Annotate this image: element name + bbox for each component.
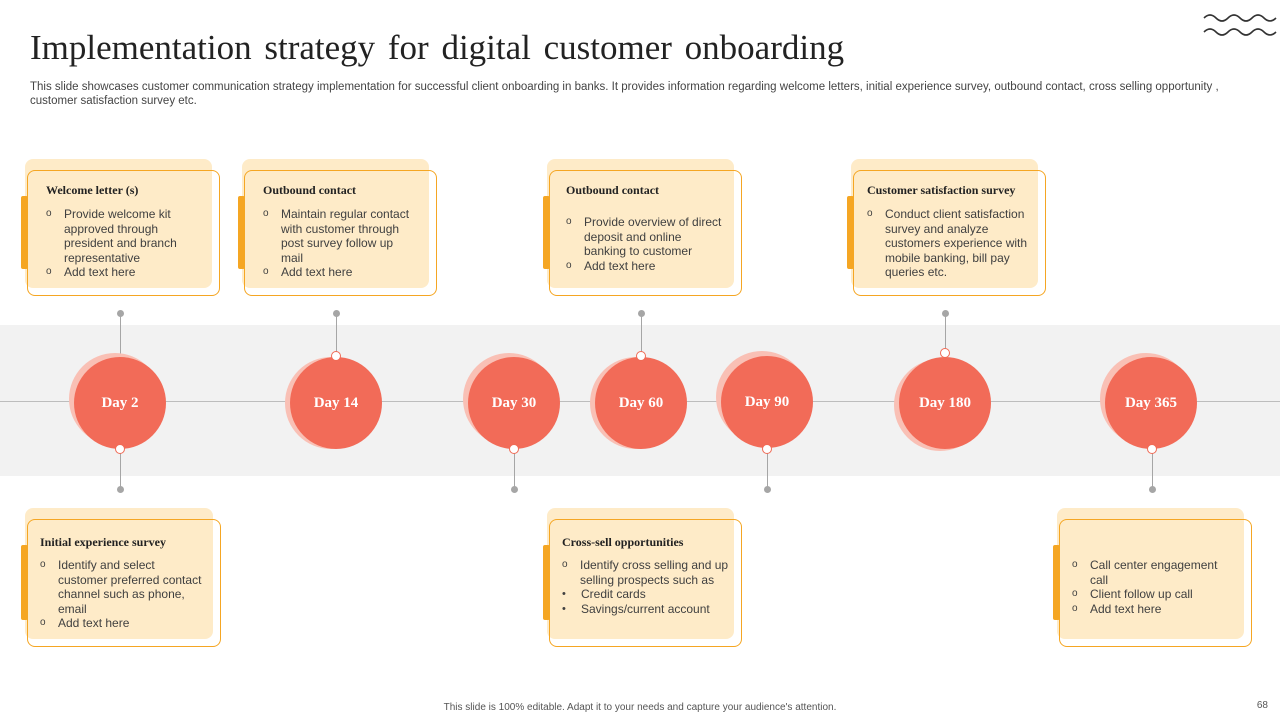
card-customer-satisfaction: Customer satisfaction survey Conduct cli… — [847, 159, 1046, 296]
connector-line — [120, 452, 121, 490]
card-list-item: Add text here — [46, 265, 196, 280]
card-cross-sell-opportunities: Cross-sell opportunities Identify cross … — [543, 508, 742, 647]
card-outbound-contact-1: Outbound contact Maintain regular contac… — [238, 159, 437, 296]
connector-line — [336, 313, 337, 353]
card-list-item: Maintain regular contact with customer t… — [263, 207, 413, 265]
connector-line — [120, 313, 121, 355]
connector-ring — [940, 348, 950, 358]
slide-title: Implementation strategy for digital cust… — [30, 28, 845, 67]
day-circle-180: Day 180 — [899, 357, 991, 449]
card-accent-bar — [847, 196, 854, 269]
card-list-item: Provide overview of direct deposit and o… — [566, 215, 726, 259]
card-title: Outbound contact — [566, 183, 660, 197]
card-list-item: Identify cross selling and up selling pr… — [562, 558, 734, 587]
card-accent-bar — [543, 545, 550, 620]
connector-dot — [942, 310, 949, 317]
day-label: Day 365 — [1124, 394, 1178, 411]
day-label: Day 180 — [918, 394, 972, 411]
card-list: Maintain regular contact with customer t… — [263, 207, 413, 280]
connector-ring — [115, 444, 125, 454]
connector-dot — [1149, 486, 1156, 493]
card-list: Provide welcome kit approved through pre… — [46, 207, 196, 280]
card-initial-experience-survey: Initial experience survey Identify and s… — [21, 508, 221, 647]
card-list-item: Call center engagement call — [1072, 558, 1237, 587]
day-circle-365: Day 365 — [1105, 357, 1197, 449]
card-list: Identify cross selling and up selling pr… — [562, 558, 734, 587]
card-title: Customer satisfaction survey — [867, 183, 1016, 197]
footer-note: This slide is 100% editable. Adapt it to… — [443, 702, 837, 713]
connector-dot — [764, 486, 771, 493]
connector-dot — [117, 486, 124, 493]
connector-line — [514, 452, 515, 490]
card-list: Conduct client satisfaction survey and a… — [867, 207, 1033, 280]
card-accent-bar — [238, 196, 245, 269]
card-title: Outbound contact — [263, 183, 357, 197]
day-label: Day 90 — [744, 393, 790, 410]
card-title: Cross-sell opportunities — [562, 535, 684, 549]
day-label: Day 2 — [101, 394, 139, 411]
day-circle-60: Day 60 — [595, 357, 687, 449]
day-circle-30: Day 30 — [468, 357, 560, 449]
card-list-item: Add text here — [566, 259, 726, 274]
card-list-item: Add text here — [263, 265, 413, 280]
card-accent-bar — [21, 545, 28, 620]
wave-decoration-icon — [1203, 14, 1277, 36]
card-list: Provide overview of direct deposit and o… — [566, 215, 726, 273]
card-sublist-item: Savings/current account — [562, 602, 734, 617]
card-title: Initial experience survey — [40, 535, 166, 549]
day-label: Day 60 — [618, 394, 664, 411]
card-accent-bar — [1053, 545, 1060, 620]
day-label: Day 14 — [313, 394, 359, 411]
card-accent-bar — [21, 196, 28, 269]
connector-line — [641, 313, 642, 353]
day-label: Day 30 — [491, 394, 537, 411]
connector-dot — [117, 310, 124, 317]
slide-subtitle: This slide showcases customer communicat… — [30, 81, 1219, 107]
connector-line — [1152, 452, 1153, 490]
card-sublist: Credit cards Savings/current account — [562, 587, 734, 616]
day-circle-14: Day 14 — [290, 357, 382, 449]
day-circle-2: Day 2 — [74, 357, 166, 449]
card-welcome-letter: Welcome letter (s) Provide welcome kit a… — [21, 159, 220, 296]
connector-ring — [509, 444, 519, 454]
connector-line — [767, 452, 768, 490]
connector-line — [945, 313, 946, 351]
connector-ring — [1147, 444, 1157, 454]
card-list-item: Add text here — [1072, 602, 1237, 617]
card-sublist-item: Credit cards — [562, 587, 734, 602]
connector-dot — [333, 310, 340, 317]
card-list-item: Client follow up call — [1072, 587, 1237, 602]
card-list-item: Provide welcome kit approved through pre… — [46, 207, 196, 265]
card-list-item: Add text here — [40, 616, 205, 631]
day-circle-90: Day 90 — [721, 356, 813, 448]
card-outbound-contact-2: Outbound contact Provide overview of dir… — [543, 159, 742, 296]
connector-ring — [331, 351, 341, 361]
connector-ring — [762, 444, 772, 454]
connector-dot — [511, 486, 518, 493]
card-accent-bar — [543, 196, 550, 269]
card-list: Identify and select customer preferred c… — [40, 558, 205, 631]
card-title: Welcome letter (s) — [46, 183, 139, 197]
connector-ring — [636, 351, 646, 361]
card-list: Call center engagement call Client follo… — [1072, 558, 1237, 616]
card-list-item: Identify and select customer preferred c… — [40, 558, 205, 616]
card-list-item: Conduct client satisfaction survey and a… — [867, 207, 1033, 280]
connector-dot — [638, 310, 645, 317]
page-number: 68 — [1256, 700, 1268, 711]
card-call-center: Call center engagement call Client follo… — [1053, 508, 1252, 647]
